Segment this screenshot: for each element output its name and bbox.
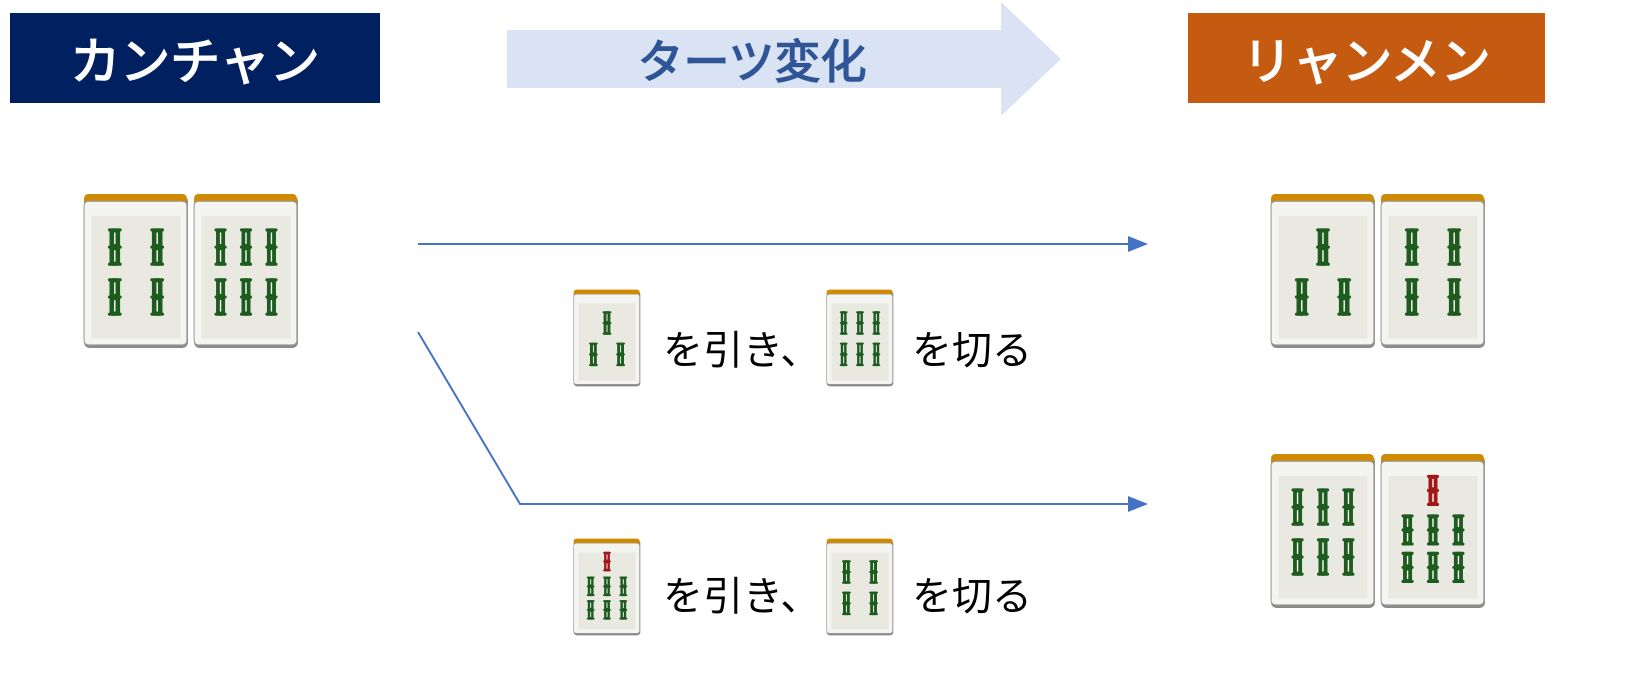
bamboo-6-tile-icon <box>1270 454 1375 608</box>
start-tile-1 <box>83 193 189 349</box>
bamboo-stick-icon <box>602 311 612 335</box>
bamboo-stick-icon <box>1452 514 1465 546</box>
bamboo-4-tile-icon <box>1380 194 1485 348</box>
result1-tile-2 <box>1380 193 1486 349</box>
bamboo-stick-icon <box>1291 488 1304 526</box>
bamboo-stick-icon <box>1447 228 1462 266</box>
bamboo-stick-icon <box>1426 514 1440 546</box>
bamboo-stick-icon <box>1404 278 1419 316</box>
taatsu-change-label: ターツ変化 <box>637 35 867 89</box>
bamboo-stick-icon <box>856 311 864 335</box>
bamboo-stick-icon <box>1316 228 1330 266</box>
bamboo-stick-icon <box>107 278 122 316</box>
bamboo-stick-icon <box>214 278 227 316</box>
bamboo-stick-icon <box>150 228 165 266</box>
bamboo-stick-icon <box>856 342 864 367</box>
bamboo-3-tile-icon <box>1270 194 1375 348</box>
bamboo-stick-icon <box>603 551 611 572</box>
start-tile-2 <box>193 193 299 349</box>
bamboo-stick-icon <box>841 591 851 616</box>
bamboo-stick-icon <box>1452 551 1465 583</box>
bamboo-stick-icon <box>872 311 881 335</box>
bamboo-3-tile-icon <box>573 289 641 387</box>
route2-draw-text: を引き、 <box>663 574 821 620</box>
result1-tile-1 <box>1270 193 1376 349</box>
bamboo-stick-icon <box>214 228 227 266</box>
route-arrow-2 <box>417 331 1148 512</box>
bamboo-stick-icon <box>1447 278 1462 316</box>
result2-tile-1 <box>1270 453 1376 609</box>
route1-draw-text: を引き、 <box>663 328 821 374</box>
bamboo-stick-icon <box>588 342 598 367</box>
result2-tile-2 <box>1380 453 1486 609</box>
bamboo-stick-icon <box>869 560 879 584</box>
route2-draw-tile <box>573 538 641 636</box>
bamboo-stick-icon <box>107 228 122 266</box>
bamboo-stick-icon <box>839 342 848 367</box>
route2-discard-text: を切る <box>912 574 1032 620</box>
route1-draw-tile <box>573 289 641 387</box>
bamboo-7-tile-icon <box>573 538 641 636</box>
route1-discard-text: を切る <box>912 328 1032 374</box>
bamboo-stick-icon <box>239 278 253 316</box>
bamboo-stick-icon <box>1401 514 1414 546</box>
bamboo-stick-icon <box>1294 278 1309 316</box>
bamboo-stick-icon <box>150 278 165 316</box>
bamboo-6-tile-icon <box>193 194 298 348</box>
bamboo-stick-icon <box>603 576 611 597</box>
bamboo-stick-icon <box>1342 488 1355 526</box>
bamboo-4-tile-icon <box>826 538 894 636</box>
bamboo-stick-icon <box>1404 228 1419 266</box>
bamboo-stick-icon <box>1401 551 1414 583</box>
route2-discard-tile <box>826 538 894 636</box>
bamboo-6-tile-icon <box>826 289 894 387</box>
bamboo-stick-icon <box>265 278 278 316</box>
bamboo-stick-icon <box>239 228 253 266</box>
bamboo-7-tile-icon <box>1380 454 1485 608</box>
bamboo-stick-icon <box>1316 538 1330 576</box>
route1-discard-tile <box>826 289 894 387</box>
bamboo-stick-icon <box>616 342 626 367</box>
bamboo-stick-icon <box>1337 278 1352 316</box>
bamboo-stick-icon <box>586 576 595 597</box>
kanchan-label: カンチャン <box>10 13 380 103</box>
arrow-right-icon <box>507 2 1061 116</box>
bamboo-stick-icon <box>1316 488 1330 526</box>
bamboo-stick-icon <box>586 600 595 620</box>
bamboo-stick-icon <box>1291 538 1304 576</box>
ryanmen-label: リャンメン <box>1188 13 1545 103</box>
bamboo-stick-icon <box>869 591 879 616</box>
bamboo-stick-icon <box>839 311 848 335</box>
bamboo-4-tile-icon <box>83 194 188 348</box>
bamboo-stick-icon <box>1342 538 1355 576</box>
bamboo-stick-icon <box>265 228 278 266</box>
bamboo-stick-icon <box>603 600 611 620</box>
bamboo-stick-icon <box>872 342 881 367</box>
bamboo-stick-icon <box>1426 474 1440 507</box>
bamboo-stick-icon <box>841 560 851 584</box>
bamboo-stick-icon <box>1426 551 1440 583</box>
bamboo-stick-icon <box>619 600 628 620</box>
bamboo-stick-icon <box>619 576 628 597</box>
